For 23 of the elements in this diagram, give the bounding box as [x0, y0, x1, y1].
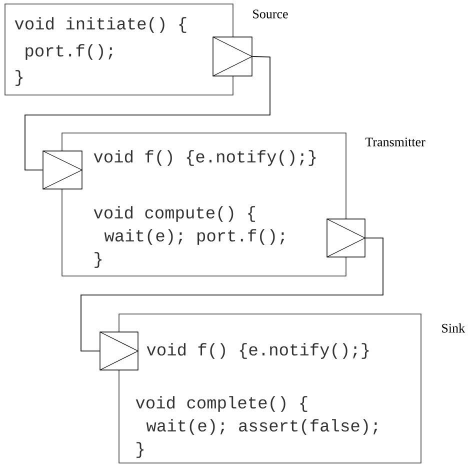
code-line: void compute() { [94, 206, 256, 222]
module-label: Sink [442, 323, 466, 333]
code-line: } [94, 252, 102, 268]
port-symbol [326, 218, 366, 258]
code-line: wait(e); port.f(); [104, 229, 284, 245]
port-symbol [100, 332, 139, 370]
code-line: wait(e); assert(false); [146, 419, 378, 435]
code-line: void f() {e.notify();} [146, 343, 369, 359]
code-line: void f() {e.notify();} [94, 150, 316, 166]
code-line: } [136, 442, 144, 458]
module-box [118, 314, 422, 464]
module-box [62, 132, 346, 276]
port-symbol [212, 36, 253, 76]
code-line: void initiate() { [14, 17, 186, 33]
code-line: } [16, 70, 23, 86]
module-box [4, 4, 234, 96]
code-line: void complete() { [136, 396, 308, 412]
code-line: port.f(); [26, 44, 112, 60]
connector-line [24, 56, 270, 170]
module-label: Transmitter [365, 138, 426, 146]
connector-line [80, 238, 384, 352]
module-label: Source [253, 10, 288, 18]
port-symbol [42, 150, 83, 190]
